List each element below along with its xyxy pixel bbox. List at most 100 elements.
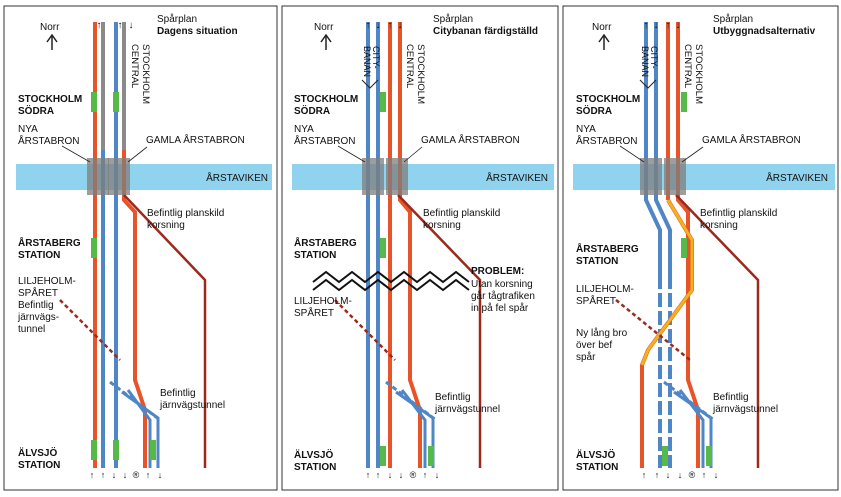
north-arrow-head-icon (320, 33, 332, 43)
ny-bro-label-2: över bef (576, 340, 612, 351)
liljeholm-label-3: Befintlig (18, 300, 54, 311)
stockholm-central-label-1: STOCKHOLM (693, 44, 704, 104)
stockholm-central-label-2: CENTRAL (404, 44, 415, 88)
platform-alvsjo-2 (113, 440, 119, 460)
liljeholm-label-4: järnvägs- (17, 312, 59, 323)
nya-arstabron-leader (61, 145, 91, 163)
plan-subtitle: Citybanan färdigställd (433, 26, 538, 37)
stockholm-sodra-label-2: SÖDRA (576, 104, 612, 117)
track-tunnel-dashed (663, 380, 715, 422)
track-new-bridge (640, 199, 694, 366)
planskild-label-1: Befintlig planskild (700, 208, 777, 219)
track-liljeholm-tunnel (59, 299, 121, 361)
panel-3: Norr ↑ ↓ ↑ ↓ Spårplan Utbyggnadsalternat… (573, 13, 835, 480)
alvsjo-label-2: STATION (576, 462, 618, 473)
liljeholm-label-1: LILJEHOLM- (18, 276, 76, 287)
gamla-arstabron-label: GAMLA ÅRSTABRON (146, 133, 245, 146)
liljeholm-label-2: SPÅRET (576, 294, 616, 307)
north-label: Norr (314, 22, 334, 33)
gamla-arstabron-label: GAMLA ÅRSTABRON (421, 133, 520, 146)
platform-alvsjo-2 (706, 446, 712, 466)
arstaberg-label-2: STATION (18, 250, 60, 261)
nya-arstabron-leader (619, 145, 645, 163)
bottom-arrow-5: ® (133, 470, 140, 480)
platform-arstaberg (91, 238, 97, 258)
nya-arstabron-label-1: NYA (18, 124, 38, 135)
citybanan-brace (639, 79, 657, 89)
bottom-arrow-6: ↑ (146, 470, 151, 480)
gamla-arstabron-leader (681, 146, 704, 163)
arstaberg-label-1: ÅRSTABERG (576, 242, 639, 255)
bottom-arrow-3: ↓ (666, 470, 671, 480)
north-arrow-head-icon (46, 33, 58, 43)
stockholm-central-label-2: CENTRAL (129, 44, 140, 88)
track-tunnel-dashed (109, 380, 161, 422)
bottom-arrow-7: ↓ (714, 470, 719, 480)
tunnel-label-2: järnvägstunnel (712, 404, 778, 415)
citybanan-label-1: CITY- (371, 46, 381, 69)
gamla-arstabron-leader (403, 146, 423, 163)
stockholm-central-label-1: STOCKHOLM (140, 44, 151, 104)
track-darkred-planskild (123, 194, 207, 468)
nya-arstabron-label-1: NYA (576, 124, 596, 135)
bottom-arrows: ↑ ↑ ↓ ↓ ® ↑ ↓ (642, 470, 719, 480)
nya-arstabron-label-2: ÅRSTABRON (18, 134, 80, 147)
platform-stockholm-sodra-1 (91, 92, 97, 112)
bottom-arrows: ↑ ↑ ↓ ↓ ® ↑ ↓ (90, 470, 163, 480)
platform-alvsjo-2 (428, 446, 434, 466)
plan-title: Spårplan (433, 13, 473, 25)
nya-arstabron-label-2: ÅRSTABRON (576, 134, 638, 147)
north-arrow-head-icon (598, 33, 610, 43)
arstaviken-label: ÅRSTAVIKEN (206, 171, 268, 184)
top-arrow-4: ↓ (676, 20, 681, 31)
platform-stockholm-sodra (380, 92, 386, 112)
stockholm-sodra-label-1: STOCKHOLM (576, 94, 640, 105)
platform-alvsjo-3 (150, 440, 156, 460)
platform-stockholm-sodra-2 (113, 92, 119, 112)
track-citybanan-right-upper (654, 22, 672, 275)
citybanan-brace (361, 79, 379, 89)
plan-subtitle: Dagens situation (157, 26, 238, 37)
track-darkred-planskild (675, 194, 760, 468)
plan-subtitle: Utbyggnadsalternativ (713, 26, 816, 37)
plan-title: Spårplan (713, 13, 753, 25)
stockholm-sodra-label-2: SÖDRA (18, 104, 54, 117)
top-arrow-4: ↓ (398, 20, 403, 31)
arstaviken-water (16, 164, 272, 190)
bottom-arrow-7: ↓ (435, 470, 440, 480)
gamla-arstabron-leader (127, 146, 148, 163)
arstaviken-label: ÅRSTAVIKEN (766, 171, 828, 184)
top-arrow-1: ↑ (366, 20, 371, 31)
bridge-nya-arstabron (362, 158, 384, 195)
platform-stockholm-sodra (681, 92, 687, 112)
arstaberg-label-1: ÅRSTABERG (18, 236, 81, 249)
panel-frame-3 (562, 5, 839, 491)
bottom-arrow-3: ↓ (112, 470, 117, 480)
plan-title: Spårplan (157, 13, 197, 25)
planskild-label-2: korsning (147, 220, 185, 231)
platform-alvsjo-1 (380, 446, 386, 466)
bridge-gamla-arstabron (108, 158, 130, 195)
alvsjo-label-2: STATION (18, 460, 60, 471)
planskild-label-2: korsning (700, 220, 738, 231)
alvsjo-label-1: ÄLVSJÖ (18, 446, 57, 459)
arstaviken-label: ÅRSTAVIKEN (486, 171, 548, 184)
bottom-arrow-4: ↓ (678, 470, 683, 480)
bottom-arrow-1: ↑ (366, 470, 371, 480)
arstaviken-water (292, 164, 554, 190)
problem-zigzag-2 (312, 278, 470, 292)
nya-arstabron-label-1: NYA (294, 124, 314, 135)
tunnel-label-1: Befintlig (713, 392, 749, 403)
arstaviken-water (573, 164, 835, 190)
platform-alvsjo-1 (662, 446, 668, 466)
bridge-gamla-arstabron (386, 158, 408, 195)
ny-bro-label-3: spår (576, 351, 596, 363)
citybanan-label-1: CITY- (649, 46, 659, 69)
arstaberg-label-2: STATION (576, 256, 618, 267)
top-arrow-3: ↑ (388, 20, 393, 31)
bottom-arrow-5: ® (410, 470, 417, 480)
liljeholm-label-1: LILJEHOLM- (576, 284, 634, 295)
bottom-arrow-2: ↑ (655, 470, 660, 480)
track-liljeholm-tunnel (615, 299, 691, 361)
track-darkred-planskild (397, 194, 482, 468)
